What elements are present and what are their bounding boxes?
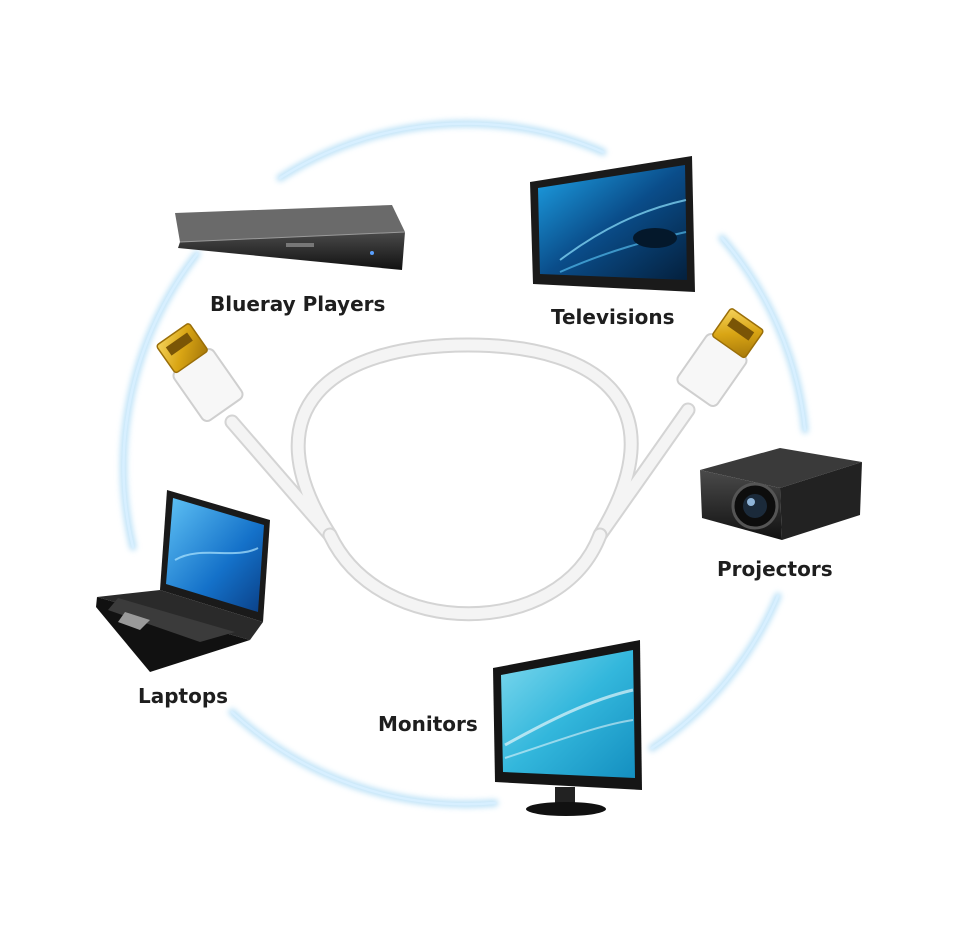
device-label-blueray: Blueray Players <box>210 292 386 316</box>
hdmi-connector-right <box>676 308 764 407</box>
connection-ring <box>120 120 809 808</box>
projector-icon <box>700 448 862 540</box>
device-label-televisions: Televisions <box>551 305 675 329</box>
television-icon <box>530 156 695 292</box>
laptop-icon <box>96 490 270 672</box>
monitor-icon <box>493 640 642 816</box>
device-label-laptops: Laptops <box>138 684 229 708</box>
hdmi-cable-icon <box>156 308 764 622</box>
blueray-player-icon <box>175 205 406 270</box>
hdmi-connector-left <box>156 323 244 422</box>
device-label-monitors: Monitors <box>378 712 478 736</box>
device-label-projectors: Projectors <box>717 557 833 581</box>
